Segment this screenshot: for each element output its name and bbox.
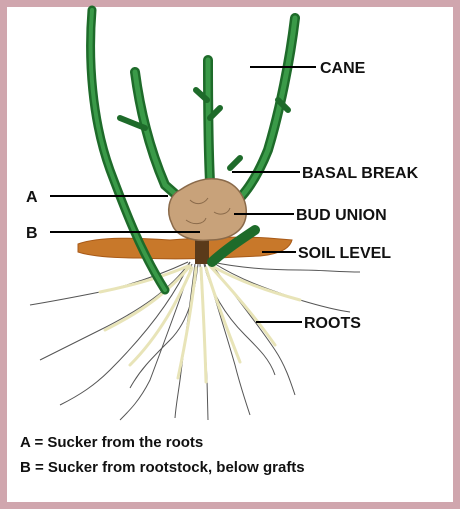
- label-b: B: [26, 225, 38, 242]
- soil-band: [78, 237, 292, 259]
- label-a: A: [26, 189, 38, 206]
- label-roots: ROOTS: [304, 315, 361, 332]
- legend-line-b: B = Sucker from rootstock, below grafts: [20, 459, 305, 476]
- label-cane: CANE: [320, 60, 366, 77]
- label-basal-break: BASAL BREAK: [302, 165, 419, 182]
- label-soil-level: SOIL LEVEL: [298, 245, 391, 262]
- label-bud-union: BUD UNION: [296, 207, 387, 224]
- legend-line-a: A = Sucker from the roots: [20, 434, 203, 451]
